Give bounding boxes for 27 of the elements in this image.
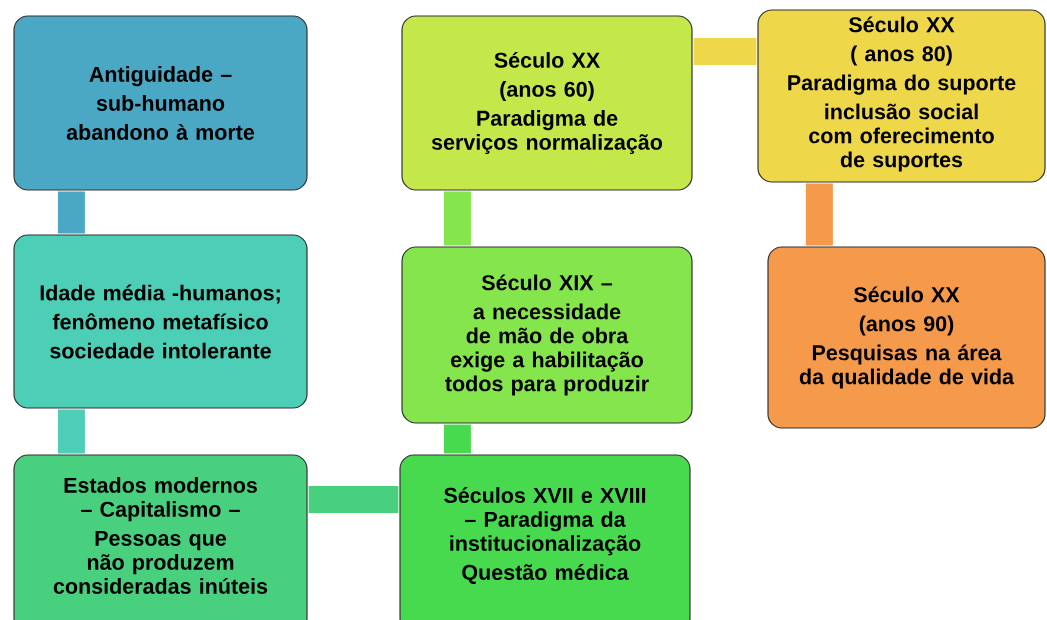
- timeline-box: [13, 454, 308, 620]
- box-text: Século XX ( anos 80) Paradigma do suporte inclusão social com oferecimento de suportes: [788, 16, 1016, 172]
- node-label: ( anos 80): [851, 45, 952, 66]
- timeline-box: [399, 454, 691, 620]
- node-label: Paradigma do suporte: [788, 74, 1016, 95]
- node-label: Século XX: [848, 16, 955, 33]
- box-text: Século XX (anos 90) Pesquisas na área da qualidade de vida: [799, 286, 1015, 389]
- connector-bar: [57, 409, 85, 454]
- box-text: Século XIX – a necessidade de mão de obra exige a habilitação todos para produzir: [445, 274, 649, 396]
- timeline-box: [13, 15, 308, 191]
- connector-bar: [308, 485, 399, 513]
- connector-bar: [805, 183, 833, 246]
- node-label: inclusão social com oferecimento de suportes: [809, 103, 994, 172]
- connector-bar: [693, 37, 757, 65]
- connector-bar: [443, 191, 471, 246]
- timeline-box: [401, 15, 693, 191]
- box-text: Estados modernos – Capitalismo – Pessoas que não produzem consideradas inúteis: [53, 477, 268, 594]
- box-text: Séculos XVII e XVIII – Paradigma da institucionalização Questão médica: [444, 487, 646, 584]
- timeline-box: [401, 246, 693, 424]
- box-text: Idade média -humanos; fenômeno metafísico sociedade intolerante: [40, 284, 280, 359]
- connector-bar: [57, 191, 85, 234]
- timeline-box: [767, 246, 1046, 429]
- timeline-box: [757, 9, 1046, 183]
- box-text: Antiguidade – sub-humano abandono à morte: [66, 66, 255, 140]
- connector-bar: [443, 424, 471, 454]
- timeline-box: [13, 234, 308, 409]
- box-text: Século XX (anos 60) Paradigma de serviços normalização: [431, 51, 663, 155]
